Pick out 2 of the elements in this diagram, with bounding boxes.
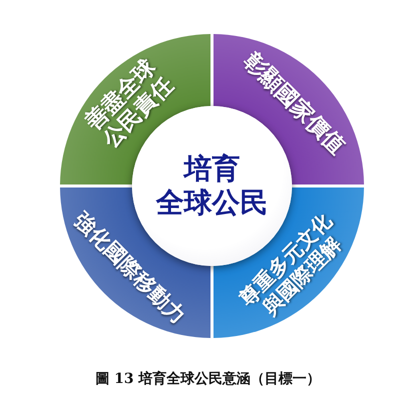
- segment-label: 善盡全球公民責任: [80, 54, 179, 153]
- figure-caption: 圖 13 培育全球公民意涵（目標一）: [94, 370, 322, 388]
